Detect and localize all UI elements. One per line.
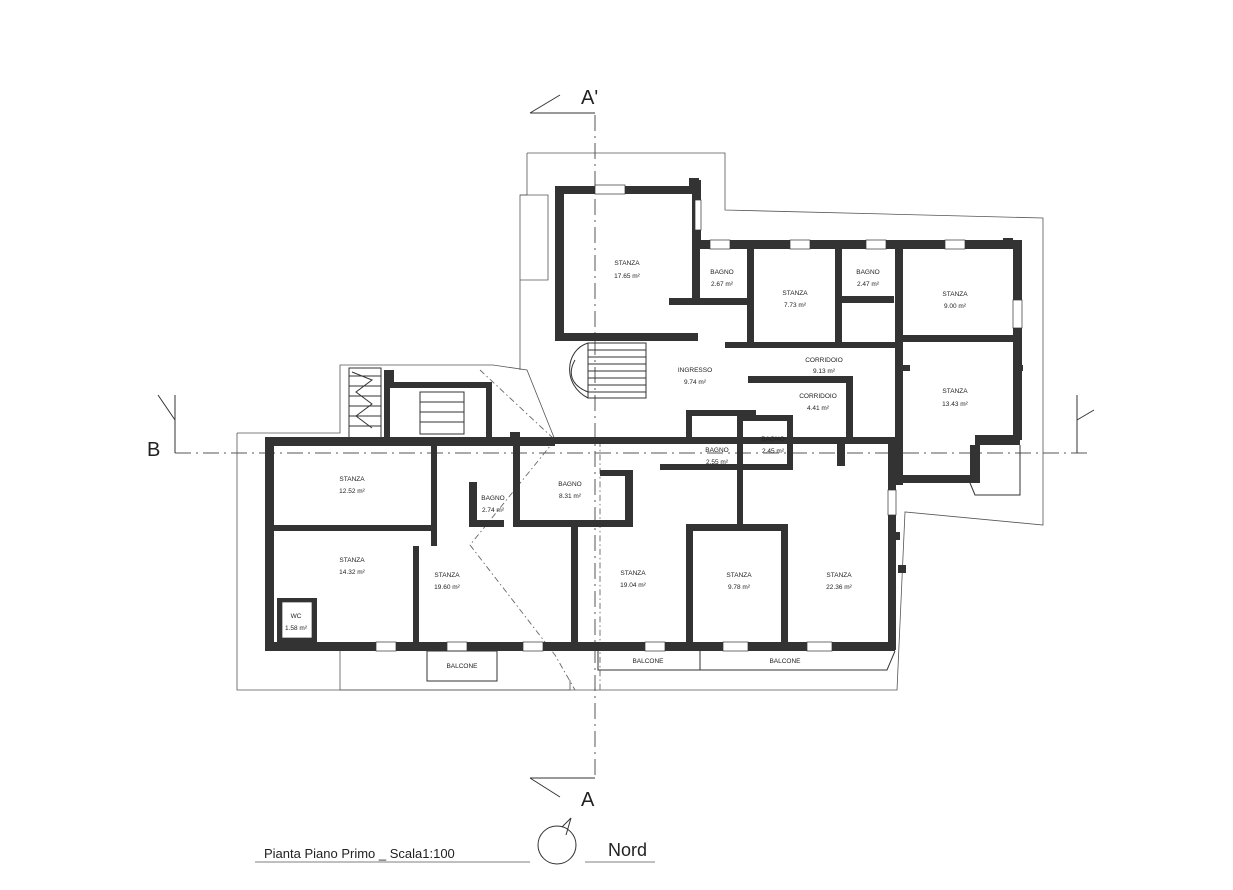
room-area: 17.65 m² [614, 273, 640, 280]
room-area: 1.58 m² [285, 625, 308, 632]
balcony-outlines [426, 445, 1021, 682]
section-label-a-bottom: A [581, 789, 595, 811]
stair-secondary [348, 367, 465, 439]
room-label: BAGNO [710, 269, 733, 276]
room-label: CORRIDOIO [805, 357, 843, 364]
room-labels: STANZA 17.65 m² BAGNO 2.67 m² STANZA 7.7… [285, 260, 969, 670]
room-area: 2.67 m² [711, 281, 734, 288]
section-label-b: B [147, 439, 160, 461]
room-area: 12.52 m² [339, 488, 365, 495]
room-area: 19.04 m² [620, 582, 646, 589]
room-area: 2.55 m² [706, 459, 729, 466]
room-area: 22.36 m² [826, 584, 852, 591]
room-label: STANZA [434, 572, 460, 579]
room-area: 2.47 m² [857, 281, 880, 288]
balcony-label: BALCONE [769, 658, 801, 665]
section-line-b [157, 394, 1095, 454]
stair-main [569, 342, 647, 399]
room-area: 7.73 m² [784, 302, 807, 309]
room-label: STANZA [614, 260, 640, 267]
room-area: 9.74 m² [684, 379, 707, 386]
room-area: 4.41 m² [807, 405, 830, 412]
room-area: 9.00 m² [944, 303, 967, 310]
room-label: STANZA [826, 572, 852, 579]
room-label: STANZA [942, 291, 968, 298]
north-label: Nord [608, 840, 647, 860]
room-label: STANZA [620, 570, 646, 577]
room-label: BAGNO [856, 269, 879, 276]
room-area: 13.43 m² [942, 401, 968, 408]
section-label-a-top: A' [581, 87, 598, 109]
room-area: 8.31 m² [559, 493, 582, 500]
room-label: WC [291, 613, 302, 620]
north-arrow-icon [537, 817, 577, 865]
balcony-label: BALCONE [632, 658, 664, 665]
walls [265, 178, 1023, 651]
roof-outline [236, 152, 1044, 691]
room-label: STANZA [726, 572, 752, 579]
room-area: 9.78 m² [728, 584, 751, 591]
room-area: 2.45 m² [762, 448, 785, 455]
room-label: STANZA [339, 557, 365, 564]
room-area: 9.13 m² [813, 368, 836, 375]
room-label: BAGNO [761, 436, 784, 443]
windows [375, 184, 1023, 652]
plan-caption: Pianta Piano Primo _ Scala1:100 [264, 846, 455, 861]
room-label: BAGNO [481, 495, 504, 502]
room-area: 14.32 m² [339, 569, 365, 576]
room-label: INGRESSO [678, 367, 712, 374]
balcony-label: BALCONE [446, 663, 478, 670]
room-label: STANZA [339, 476, 365, 483]
room-label: BAGNO [705, 447, 728, 454]
section-line-a [529, 94, 596, 798]
room-label: STANZA [942, 388, 968, 395]
room-area: 19.60 m² [434, 584, 460, 591]
room-label: CORRIDOIO [799, 393, 837, 400]
room-label: BAGNO [558, 481, 581, 488]
room-label: STANZA [782, 290, 808, 297]
room-area: 2.74 m² [482, 507, 505, 514]
